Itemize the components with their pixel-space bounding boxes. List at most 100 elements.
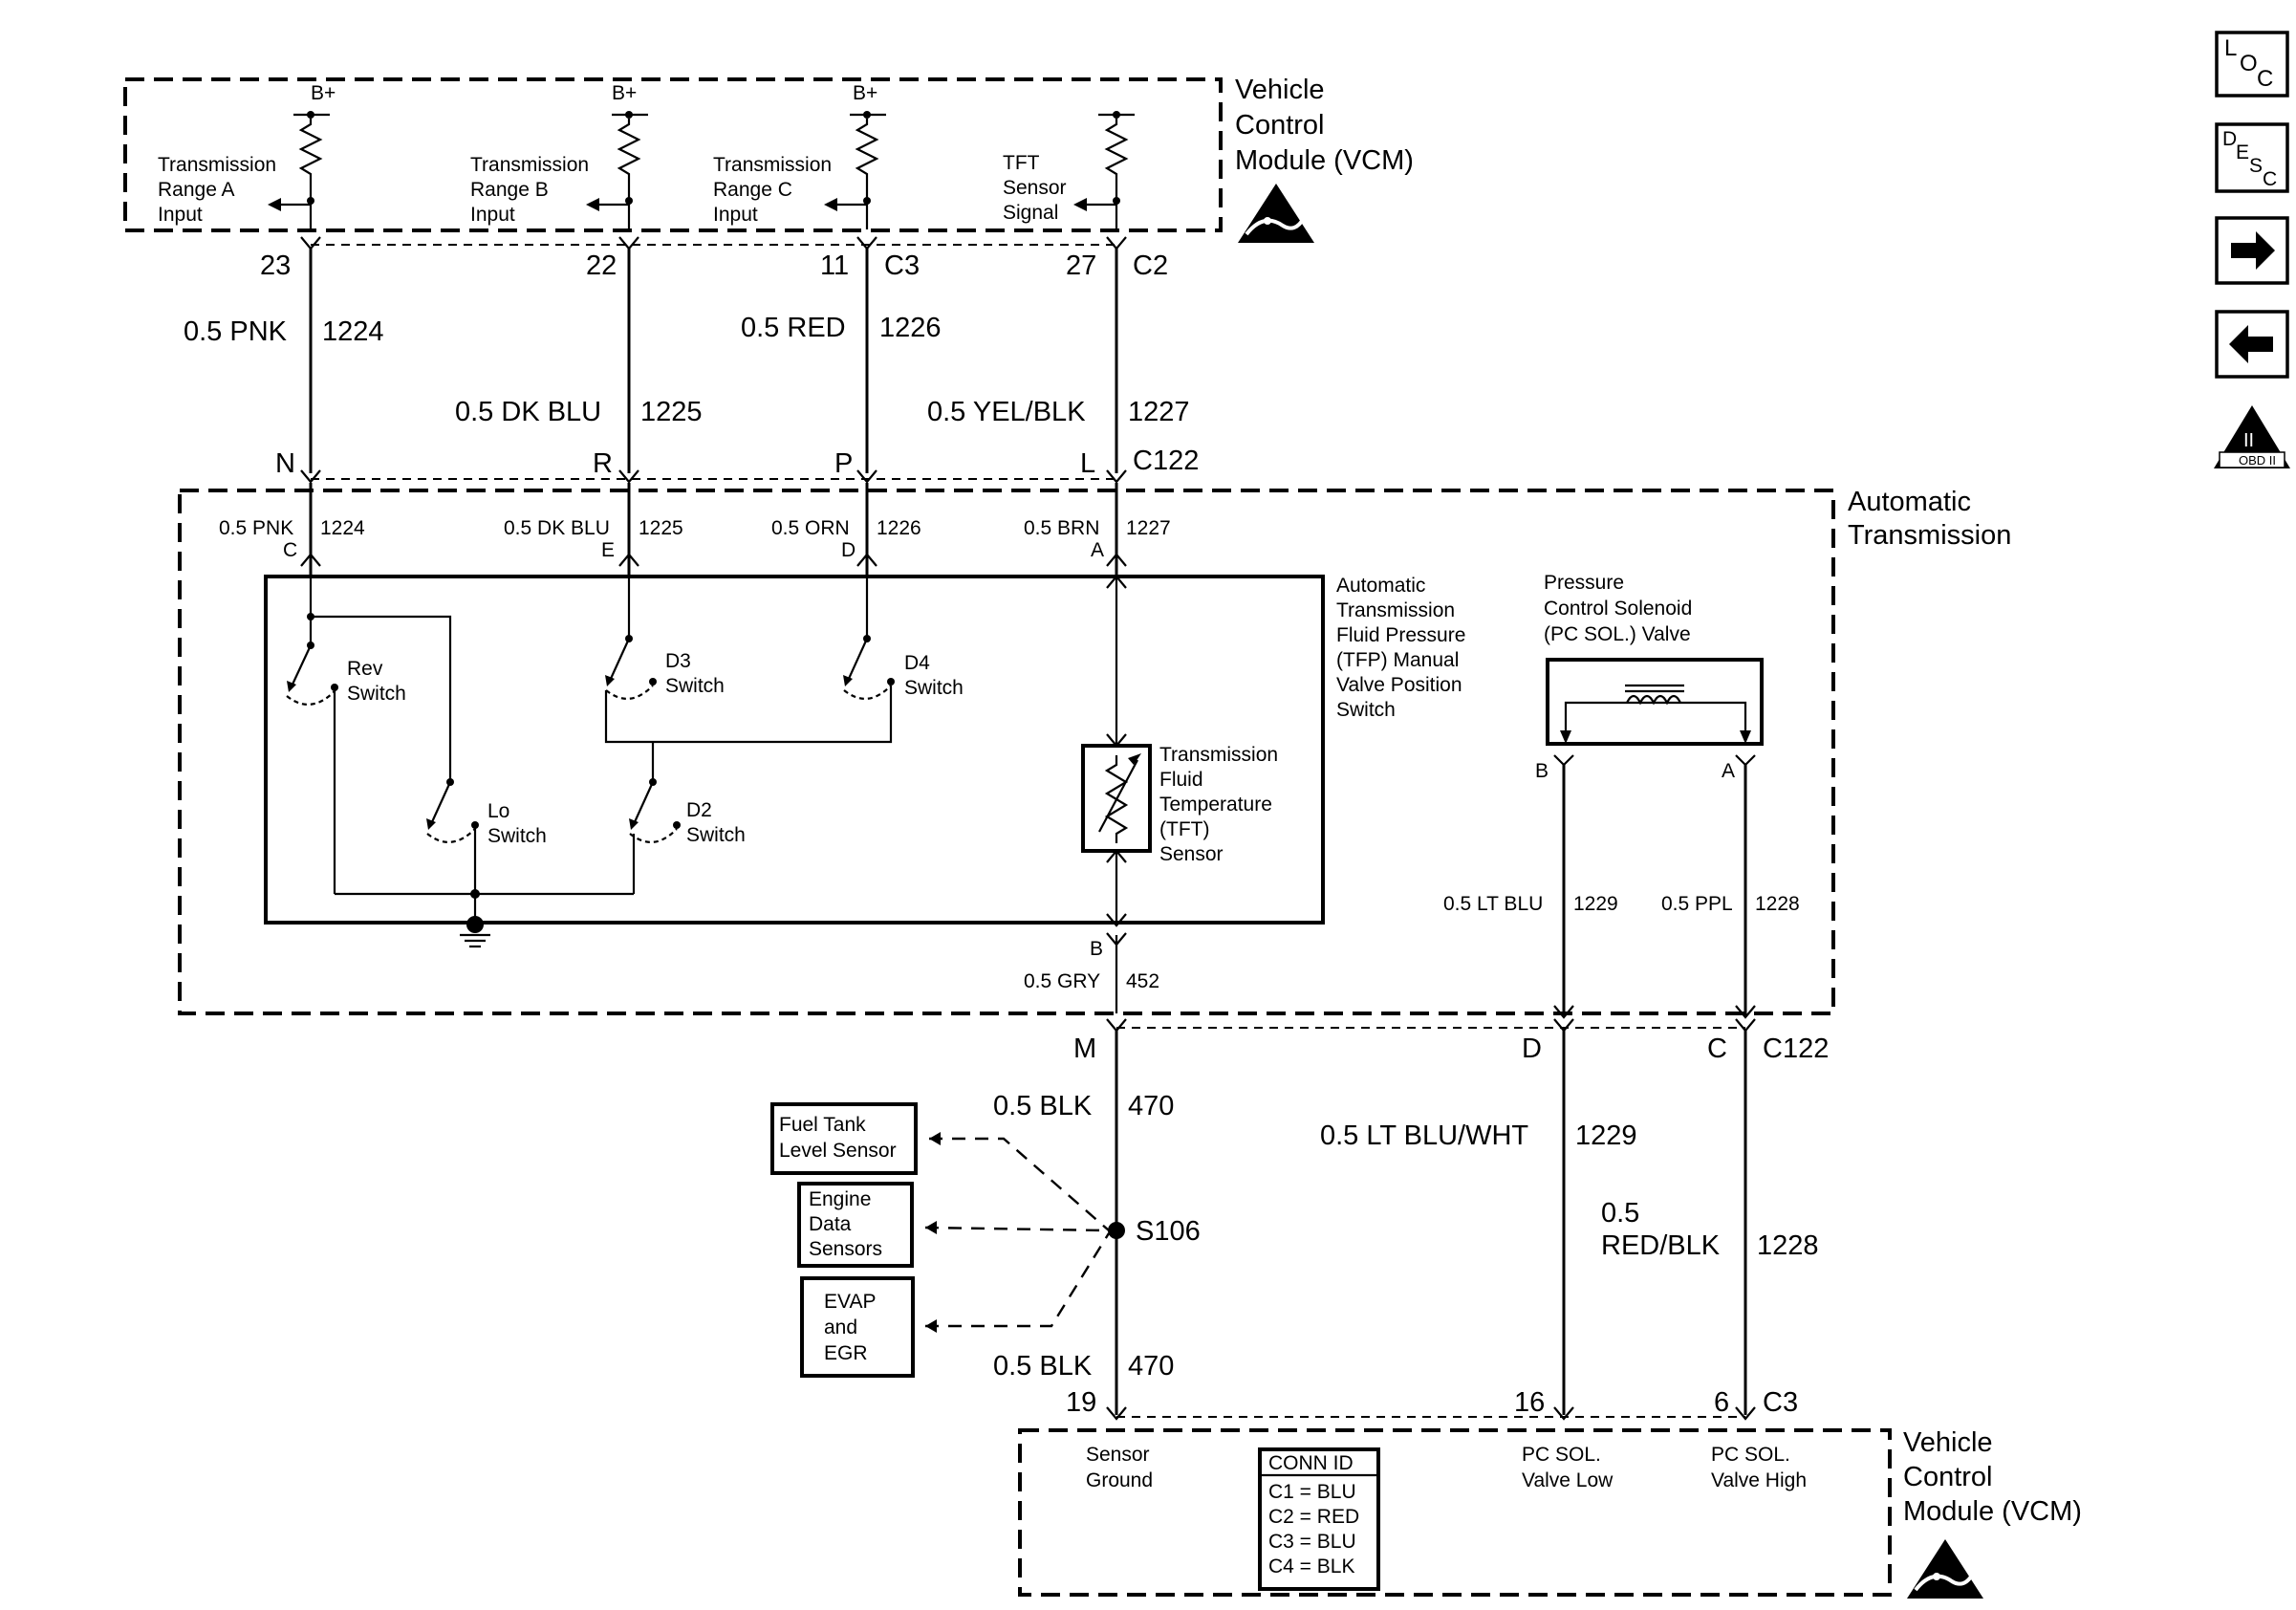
- wire-color: RED/BLK: [1601, 1230, 1721, 1261]
- sensor-label: Level Sensor: [779, 1140, 897, 1162]
- input-label: Transmission: [158, 154, 276, 176]
- switch-network: [286, 578, 895, 923]
- d3-switch-label: D3: [665, 650, 691, 672]
- pin-23: 23: [260, 250, 291, 281]
- terminal-label: PC SOL.: [1522, 1444, 1601, 1466]
- circuit-number: 470: [1128, 1091, 1174, 1121]
- vcm-bottom-label-line2: Control: [1903, 1462, 1993, 1492]
- tft-label: Sensor: [1159, 843, 1224, 865]
- esd-warning-icon: [1238, 184, 1314, 243]
- pin-letter: E: [601, 539, 615, 561]
- pressure-control-solenoid: [1546, 658, 1764, 1019]
- nav-desc-button[interactable]: D E S C: [2215, 122, 2289, 193]
- c122-pin-r: R: [593, 448, 613, 479]
- terminal-label: Sensor: [1086, 1444, 1150, 1466]
- loc-icon-l: L: [2224, 35, 2237, 61]
- vcm-bottom-module: Vehicle Control Module (VCM) Sensor Grou…: [1018, 1427, 2082, 1599]
- input-label: Range B: [470, 179, 549, 201]
- vcm-pin-19: 19: [1066, 1387, 1096, 1418]
- fuel-tank-level-sensor: Fuel Tank Level Sensor: [770, 1102, 918, 1175]
- nav-loc-button[interactable]: L O C: [2215, 31, 2289, 98]
- nav-forward-button[interactable]: [2215, 216, 2289, 285]
- bottom-pin-chevrons: [1106, 1406, 1756, 1421]
- engine-data-sensors: Engine Data Sensors: [797, 1182, 914, 1268]
- circuit-number: 1225: [639, 517, 683, 539]
- sensor-label: and: [824, 1316, 857, 1338]
- pin-11: 11: [820, 250, 849, 281]
- vcm-top-label-line3: Module (VCM): [1235, 145, 1414, 176]
- tft-label: Fluid: [1159, 769, 1203, 791]
- circuit-number: 1227: [1126, 517, 1171, 539]
- tft-sensor: [1081, 575, 1152, 927]
- loc-icon-c: C: [2257, 66, 2273, 92]
- vcm-bottom-label-line3: Module (VCM): [1903, 1496, 2082, 1527]
- d4-switch-label: Switch: [904, 677, 964, 699]
- c122-pin-p: P: [834, 448, 853, 479]
- input-label: Transmission: [713, 154, 832, 176]
- wire-color: 0.5: [1601, 1198, 1639, 1229]
- automatic-transmission: Automatic Transmission 0.5 PNK 1224 C 0.…: [178, 483, 2011, 1019]
- tft-label: Temperature: [1159, 794, 1272, 816]
- tfp-label: Automatic: [1336, 575, 1425, 597]
- tfp-label: Switch: [1336, 699, 1396, 721]
- arrow-right-icon: [2231, 231, 2275, 270]
- d2-switch-label: Switch: [686, 824, 746, 846]
- terminal-label: Valve High: [1711, 1469, 1807, 1491]
- pcs-label: Control Solenoid: [1544, 598, 1692, 620]
- input-label: Input: [158, 204, 203, 226]
- input-label: Sensor: [1003, 177, 1067, 199]
- wire-color: 0.5 GRY: [1024, 970, 1100, 992]
- harness-top: 0.5 PNK 1224 0.5 DK BLU 1225 0.5 RED 122…: [184, 249, 1190, 473]
- nav-obd-button[interactable]: OBD II II: [2214, 405, 2290, 468]
- tfp-label: (TFP) Manual: [1336, 649, 1459, 671]
- tft-label: (TFT): [1159, 818, 1209, 840]
- wire-color: 0.5 DK BLU: [455, 397, 601, 427]
- wire-color: 0.5 BRN: [1024, 517, 1099, 539]
- sensor-label: EVAP: [824, 1291, 876, 1313]
- supply-label: B+: [612, 82, 637, 104]
- arrow-left-icon: [2229, 325, 2273, 363]
- input-label: Range A: [158, 179, 235, 201]
- c122-pin-d: D: [1522, 1033, 1542, 1064]
- sensor-label: Fuel Tank: [779, 1114, 866, 1136]
- wire-color: 0.5 YEL/BLK: [927, 397, 1086, 427]
- top-pin-chevrons: [300, 236, 1127, 250]
- desc-icon-e: E: [2236, 141, 2249, 163]
- sensor-label: Engine: [809, 1188, 871, 1210]
- conn-id-row: C4 = BLK: [1268, 1556, 1354, 1577]
- circuit-number: 1226: [877, 517, 921, 539]
- input-label: TFT: [1003, 152, 1040, 174]
- pcs-label: (PC SOL.) Valve: [1544, 623, 1691, 645]
- wire-color: 0.5 LT BLU/WHT: [1320, 1120, 1528, 1151]
- nav-back-button[interactable]: [2215, 310, 2289, 379]
- tfp-label: Fluid Pressure: [1336, 624, 1465, 646]
- obd-mark: II: [2243, 430, 2254, 451]
- wire-color: 0.5 DK BLU: [504, 517, 610, 539]
- wire-color: 0.5 ORN: [771, 517, 850, 539]
- connector-c3-bottom-label: C3: [1763, 1387, 1798, 1418]
- c122-pin-c: C: [1707, 1033, 1727, 1064]
- vcm-top-label-line2: Control: [1235, 110, 1325, 141]
- connector-c3-label: C3: [884, 250, 920, 281]
- sensor-label: Data: [809, 1213, 852, 1235]
- terminal-label: Valve Low: [1522, 1469, 1614, 1491]
- circuit-number: 452: [1126, 970, 1159, 992]
- wire-color: 0.5 BLK: [993, 1351, 1093, 1382]
- circuit-number: 1226: [879, 313, 942, 343]
- splice-label: S106: [1136, 1216, 1201, 1247]
- c122-top-chevrons: [300, 469, 1127, 484]
- terminal-label: PC SOL.: [1711, 1444, 1790, 1466]
- lo-switch-label: Lo: [487, 800, 509, 822]
- circuit-number: 1229: [1575, 1120, 1637, 1151]
- conn-id-row: C1 = BLU: [1268, 1481, 1356, 1503]
- pcs-pin-a: A: [1722, 760, 1735, 782]
- wire-color: 0.5 PNK: [184, 316, 288, 347]
- pin-letter: A: [1091, 539, 1104, 561]
- c122-top-label: C122: [1133, 446, 1199, 476]
- c122-pin-l: L: [1080, 448, 1095, 479]
- pin-letter: D: [841, 539, 856, 561]
- d3-switch-label: Switch: [665, 675, 725, 697]
- sensor-label: Sensors: [809, 1238, 882, 1260]
- esd-warning-icon: [1907, 1539, 1983, 1599]
